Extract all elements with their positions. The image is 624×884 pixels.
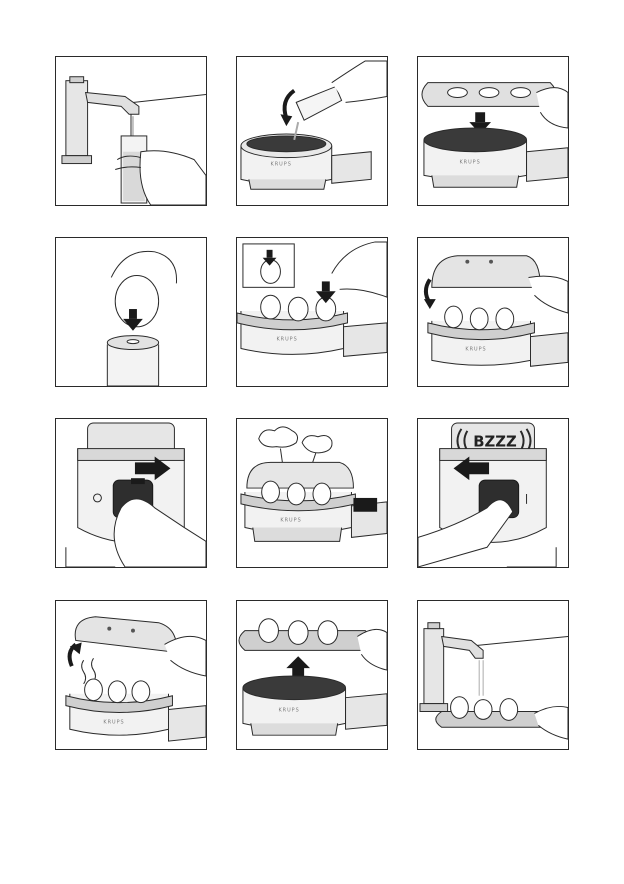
brand-label: KRUPS — [278, 708, 299, 714]
step-11-panel: KRUPS — [236, 600, 388, 750]
steam-cooking-illustration: KRUPS — [237, 419, 387, 567]
step-12-panel — [417, 600, 569, 750]
step-4-panel — [55, 237, 207, 387]
step-8-panel: KRUPS — [236, 418, 388, 568]
place-egg-tray-illustration: KRUPS — [418, 57, 568, 205]
pour-water-illustration: KRUPS — [237, 57, 387, 205]
step-2-panel: KRUPS — [236, 56, 388, 206]
brand-label: KRUPS — [280, 518, 301, 524]
step-3-panel: KRUPS — [417, 56, 569, 206]
close-lid-illustration: KRUPS — [418, 238, 568, 386]
switch-on-illustration — [56, 419, 206, 567]
step-6-panel: KRUPS — [417, 237, 569, 387]
step-5-panel: KRUPS — [236, 237, 388, 387]
fill-cup-at-tap-illustration — [56, 57, 206, 205]
remove-lid-illustration: KRUPS — [56, 601, 206, 749]
brand-label: KRUPS — [459, 160, 480, 166]
lift-egg-tray-illustration: KRUPS — [237, 601, 387, 749]
place-eggs-illustration: KRUPS — [237, 238, 387, 386]
step-10-panel: KRUPS — [55, 600, 207, 750]
rinse-eggs-illustration — [418, 601, 568, 749]
buzzer-text: BZZZ — [473, 434, 517, 451]
step-7-panel — [55, 418, 207, 568]
brand-label: KRUPS — [465, 346, 486, 352]
step-9-panel: BZZZ — [417, 418, 569, 568]
buzzer-switch-off-illustration: BZZZ — [418, 419, 568, 567]
step-1-panel — [55, 56, 207, 206]
brand-label: KRUPS — [276, 337, 297, 343]
pierce-egg-illustration — [56, 238, 206, 386]
brand-label: KRUPS — [271, 162, 292, 168]
brand-label: KRUPS — [103, 719, 124, 725]
